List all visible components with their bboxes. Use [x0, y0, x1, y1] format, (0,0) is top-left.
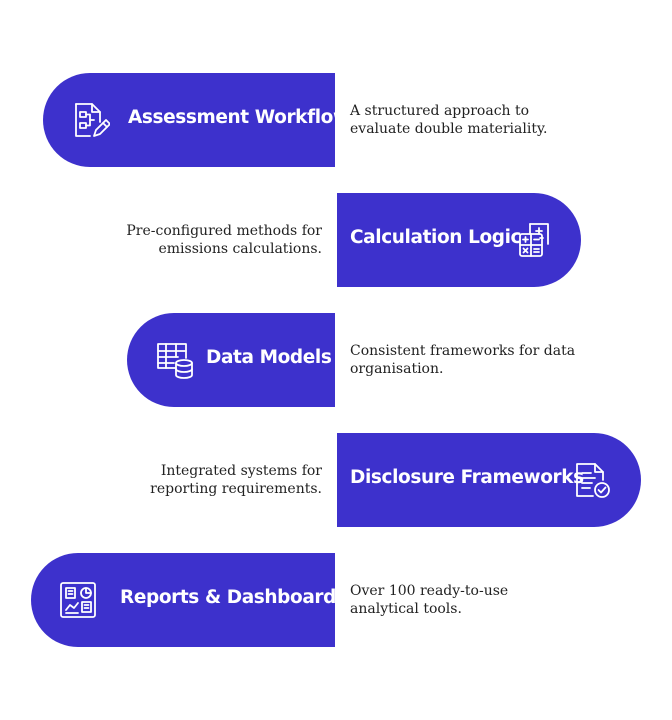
feature-description: Over 100 ready-to-use analytical tools.: [350, 583, 509, 617]
feature-pill: Data Models: [127, 313, 335, 407]
feature-description: A structured approach to evaluate double…: [350, 103, 548, 137]
feature-title: Calculation Logic: [350, 227, 522, 248]
feature-description: Integrated systems for reporting require…: [150, 463, 322, 497]
document-check-icon: [573, 460, 613, 500]
feature-title: Disclosure Frameworks: [350, 467, 584, 488]
feature-title: Reports & Dashboards: [120, 587, 347, 608]
workflow-document-icon: [70, 100, 110, 140]
feature-pill: Assessment Workflow: [43, 73, 350, 167]
dashboard-icon: [58, 580, 98, 620]
feature-row-assessment-workflow: Assessment Workflow A structured approac…: [0, 73, 672, 167]
feature-pill: Disclosure Frameworks: [337, 433, 641, 527]
feature-row-data-models: Data Models Consistent frameworks for da…: [0, 313, 672, 407]
feature-title: Assessment Workflow: [128, 107, 350, 128]
database-table-icon: [154, 340, 194, 380]
calculator-icon: [514, 220, 554, 260]
feature-description: Consistent frameworks for data organisat…: [350, 343, 576, 377]
feature-description: Pre-configured methods for emissions cal…: [126, 223, 322, 257]
feature-row-calculation-logic: Pre-configured methods for emissions cal…: [0, 193, 672, 287]
feature-title: Data Models: [206, 347, 332, 368]
feature-pill: Calculation Logic: [337, 193, 581, 287]
feature-row-reports-dashboards: Reports & Dashboards Over 100 ready-to-u…: [0, 553, 672, 647]
feature-pill: Reports & Dashboards: [31, 553, 347, 647]
feature-row-disclosure-frameworks: Integrated systems for reporting require…: [0, 433, 672, 527]
